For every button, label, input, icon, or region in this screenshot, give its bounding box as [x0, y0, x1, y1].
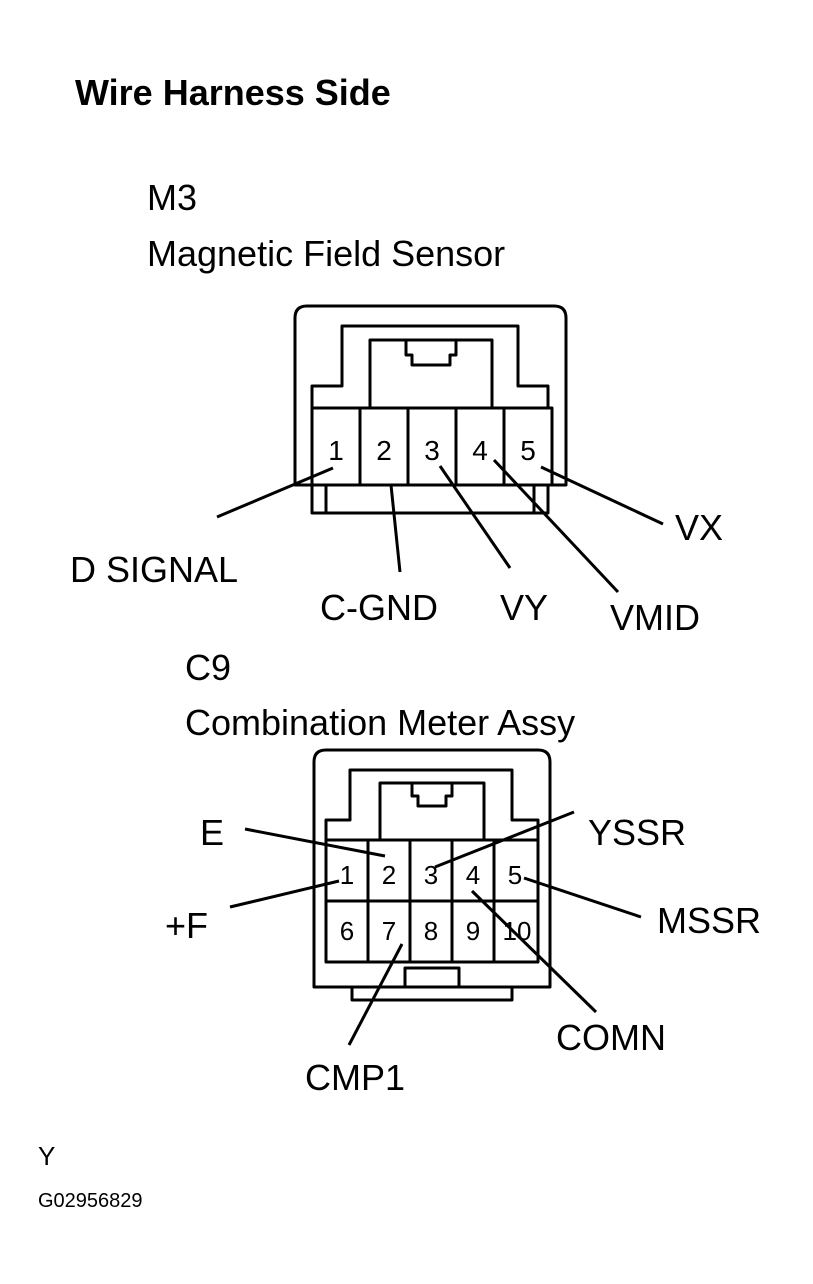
m3-signal-label: VY — [500, 587, 548, 628]
c9-signal-label: CMP1 — [305, 1057, 405, 1098]
c9-connector-name: Combination Meter Assy — [185, 702, 575, 743]
c9-connector-code: C9 — [185, 647, 231, 688]
c9-pin-number: 5 — [508, 860, 522, 890]
m3-signal-label: VMID — [610, 597, 700, 638]
c9-pin-number: 10 — [503, 916, 532, 946]
c9-leader-lines — [229, 810, 642, 1046]
m3-pin-number: 4 — [472, 435, 488, 466]
figure-id: G02956829 — [38, 1190, 143, 1212]
c9-pin-numbers: 1 2 3 4 5 6 7 8 9 10 — [340, 860, 532, 946]
c9-signal-label: E — [200, 812, 224, 853]
m3-pin-numbers: 1 2 3 4 5 — [328, 435, 536, 466]
c9-signal-label: YSSR — [588, 812, 686, 853]
c9-pin-number: 9 — [466, 916, 480, 946]
c9-signal-label: COMN — [556, 1017, 666, 1058]
c9-pin-number: 1 — [340, 860, 354, 890]
footer-letter: Y — [38, 1141, 55, 1171]
m3-leader-lines — [216, 458, 664, 594]
m3-signal-labels: D SIGNAL C-GND VY VMID VX — [70, 507, 723, 638]
m3-signal-label: D SIGNAL — [70, 549, 238, 590]
m3-connector-housing — [293, 304, 568, 515]
m3-pin-number: 5 — [520, 435, 536, 466]
m3-signal-label: C-GND — [320, 587, 438, 628]
c9-pin-number: 6 — [340, 916, 354, 946]
c9-pin-number: 3 — [424, 860, 438, 890]
c9-pin-number: 8 — [424, 916, 438, 946]
c9-signal-label: +F — [165, 905, 208, 946]
m3-pin-number: 2 — [376, 435, 392, 466]
c9-pin-number: 4 — [466, 860, 480, 890]
c9-connector-housing — [312, 748, 552, 1002]
c9-signal-label: MSSR — [657, 900, 761, 941]
diagram-title: Wire Harness Side — [75, 72, 391, 113]
c9-pin-number: 2 — [382, 860, 396, 890]
m3-connector-code: M3 — [147, 177, 197, 218]
m3-connector-name: Magnetic Field Sensor — [147, 233, 505, 274]
c9-pin-number: 7 — [382, 916, 396, 946]
c9-signal-labels: +F E YSSR COMN MSSR CMP1 — [165, 812, 761, 1098]
m3-signal-label: VX — [675, 507, 723, 548]
m3-pin-cells — [358, 408, 506, 485]
m3-pin-number: 3 — [424, 435, 440, 466]
m3-pin-number: 1 — [328, 435, 344, 466]
